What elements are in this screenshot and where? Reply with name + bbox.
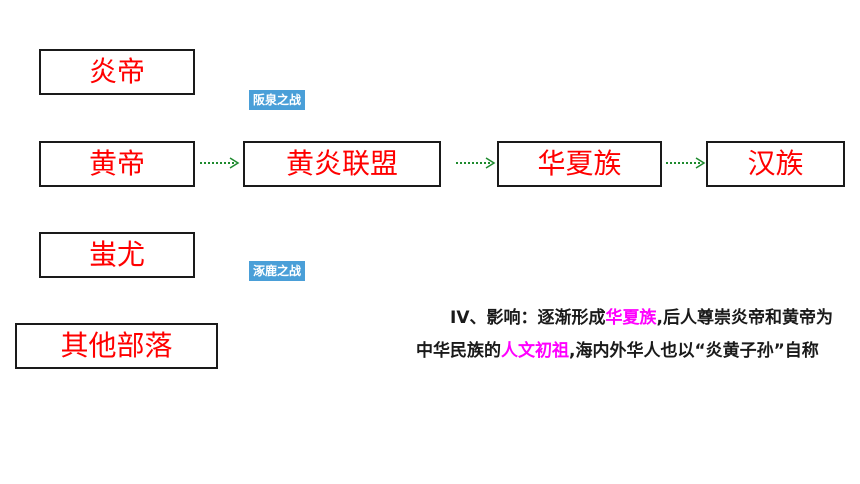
node-huangdi: 黄帝 [39, 141, 195, 187]
node-huaxia-label: 华夏族 [537, 147, 622, 180]
arrow-alliance-to-huaxia [456, 157, 496, 169]
node-other-tribes-label: 其他部落 [60, 329, 173, 362]
influence-middle: ,后人尊崇炎帝和黄帝为中华民族的 [416, 308, 833, 361]
node-yandi-label: 炎帝 [88, 55, 145, 88]
highlight-huaxia: 华夏族 [605, 308, 657, 328]
tag-banquan-battle: 阪泉之战 [249, 90, 306, 110]
highlight-ancestors: 人文初祖 [501, 341, 569, 361]
arrow-huaxia-to-han [666, 157, 706, 169]
node-han-label: 汉族 [747, 147, 804, 180]
node-yandi: 炎帝 [39, 49, 195, 95]
node-chiyou-label: 蚩尤 [88, 238, 145, 271]
influence-prefix: IV、影响：逐渐形成 [450, 308, 606, 328]
node-huaxia: 华夏族 [497, 141, 662, 187]
tag-zhuolu-battle: 涿鹿之战 [249, 261, 306, 281]
influence-suffix: ,海内外华人也以“炎黄子孙”自称 [569, 341, 819, 361]
node-yanhuang-alliance: 黄炎联盟 [243, 141, 441, 187]
node-huangdi-label: 黄帝 [88, 147, 145, 180]
node-chiyou: 蚩尤 [39, 232, 195, 278]
node-other-tribes: 其他部落 [15, 323, 218, 369]
node-han: 汉族 [706, 141, 845, 187]
arrow-huangdi-to-alliance [200, 157, 240, 169]
influence-paragraph: IV、影响：逐渐形成华夏族,后人尊崇炎帝和黄帝为中华民族的人文初祖,海内外华人也… [416, 302, 840, 368]
node-yanhuang-alliance-label: 黄炎联盟 [285, 147, 398, 180]
